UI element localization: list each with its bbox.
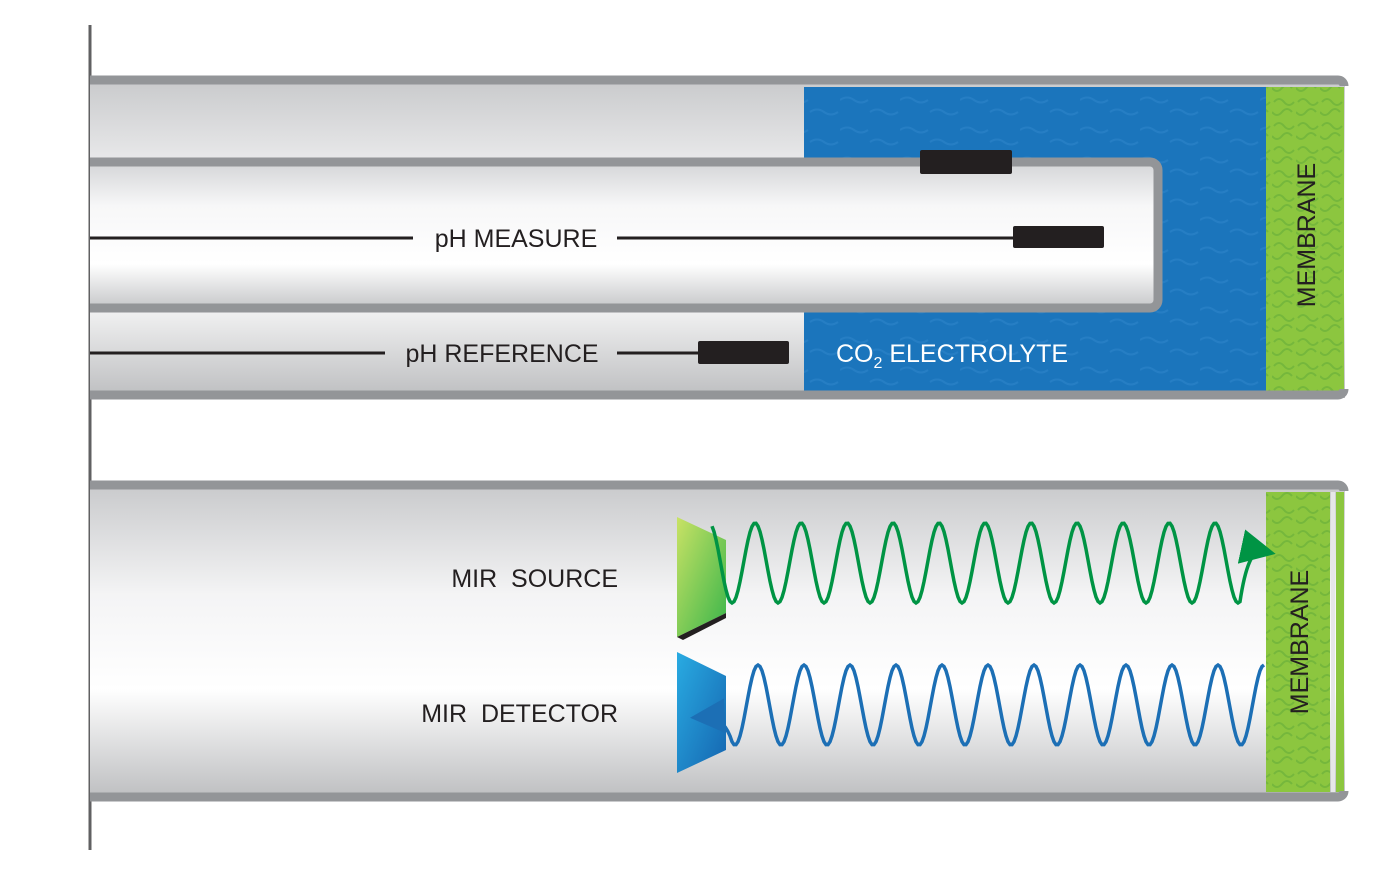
membrane-top-label: MEMBRANE — [1293, 163, 1321, 307]
membrane-bottom-gap — [1331, 492, 1335, 792]
outer-tube-bottom-wall — [90, 388, 1349, 400]
membrane-bottom-label: MEMBRANE — [1286, 570, 1314, 714]
ph-reference-label: pH REFERENCE — [405, 340, 598, 368]
mir-tube-top-wall — [90, 480, 1349, 492]
mir-sensor: MIR SOURCE MIR DETECTOR MEMBRANE — [90, 480, 1349, 802]
membrane-bottom-texture — [1266, 492, 1330, 792]
ph-measure-electrode — [1013, 226, 1104, 248]
mir-source-shadow — [677, 613, 726, 640]
ph-co2-sensor: pH MEASURE pH REFERENCE CO2 ELECTROLYTE … — [90, 75, 1349, 400]
mir-source-emitter — [677, 517, 726, 637]
mir-source-label: MIR SOURCE — [451, 565, 618, 593]
co2-label-subscript: 2 — [874, 355, 883, 372]
mir-detector-wave — [690, 662, 1266, 747]
membrane-bottom-outer-strip — [1336, 492, 1344, 792]
inner-tube-wall — [90, 157, 1163, 313]
mir-detector-label: MIR DETECTOR — [421, 700, 618, 728]
co2-label-suffix: ELECTROLYTE — [882, 340, 1068, 368]
co2-label-prefix: CO — [836, 340, 874, 368]
inner-tube-body — [90, 162, 1158, 308]
mir-tube-bottom-wall — [90, 790, 1349, 802]
membrane-top-texture — [1266, 87, 1344, 391]
outer-tube-top-wall — [90, 75, 1349, 87]
mir-source-wave — [710, 521, 1276, 606]
ph-reference-electrode — [698, 341, 789, 364]
ph-measure-label: pH MEASURE — [435, 225, 598, 253]
co2-electrolyte-label: CO2 ELECTROLYTE — [836, 340, 1068, 372]
electrode-inner-tube — [920, 150, 1012, 174]
